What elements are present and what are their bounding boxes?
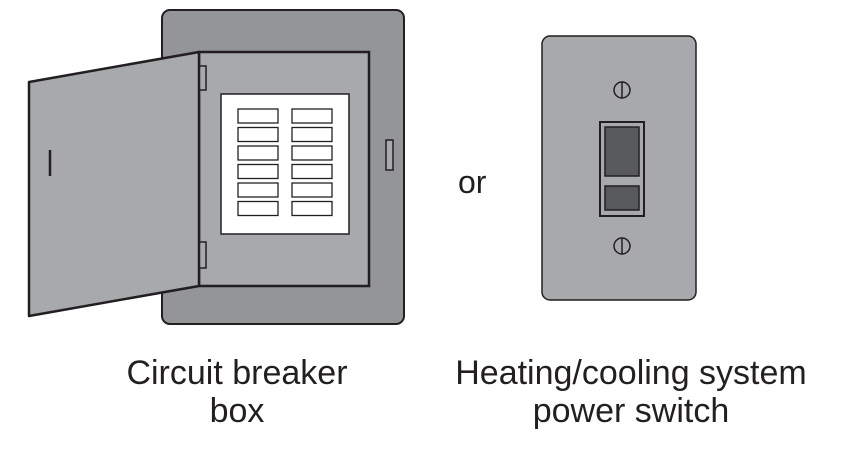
breaker-switch — [291, 108, 333, 124]
connector-word: or — [458, 164, 487, 200]
breaker-switch — [237, 200, 279, 217]
breaker-switch — [291, 200, 333, 217]
top-screw-icon — [613, 81, 631, 99]
breaker-switch — [237, 163, 279, 180]
breaker-switch — [291, 163, 333, 180]
power-switch-caption-line1: Heating/cooling system — [455, 354, 807, 392]
breaker-switch — [237, 126, 279, 143]
circuit-breaker-caption-line2: box — [209, 392, 265, 430]
toggle-base — [604, 185, 640, 211]
door-latch-slot — [385, 139, 394, 171]
power-switch-plate — [541, 35, 697, 301]
breaker-switch — [291, 182, 333, 198]
breaker-switch — [237, 182, 279, 198]
circuit-breaker-caption: Circuit breaker box — [96, 354, 378, 430]
bottom-screw-icon — [613, 237, 631, 255]
breaker-switch — [237, 108, 279, 124]
breaker-switches — [237, 108, 333, 217]
power-switch-caption-line2: power switch — [532, 392, 730, 430]
breaker-box-open-door — [27, 50, 201, 318]
power-switch-caption: Heating/cooling system power switch — [422, 354, 840, 430]
circuit-breaker-box — [27, 9, 405, 325]
toggle-lever — [604, 126, 640, 177]
breaker-switch — [291, 126, 333, 143]
breaker-switch — [237, 145, 279, 161]
circuit-breaker-caption-line1: Circuit breaker — [126, 354, 348, 392]
breaker-switch — [291, 145, 333, 161]
